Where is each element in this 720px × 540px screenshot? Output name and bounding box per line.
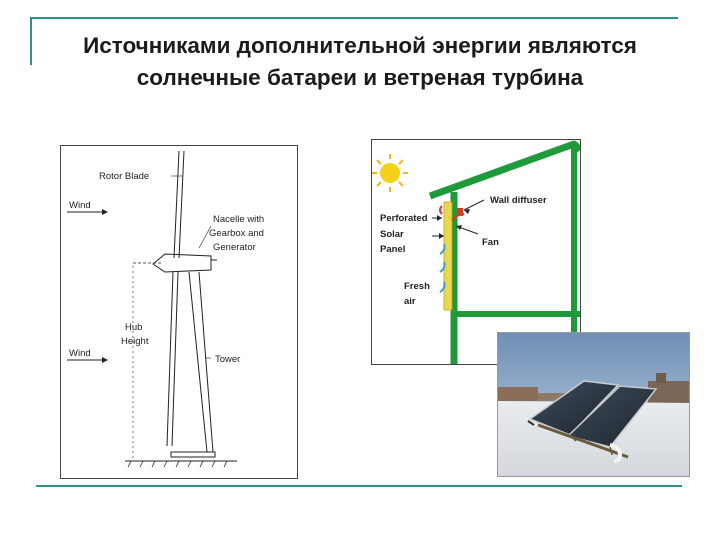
label-rotor-blade: Rotor Blade (99, 171, 149, 182)
frame-left-line (30, 17, 32, 65)
mounting-rail (537, 423, 629, 459)
label-perforated: Perforated (380, 213, 428, 224)
rotor-blade-upper (173, 150, 180, 259)
sun-icon (372, 154, 408, 192)
solar-wall-diagram: Wall diffuser Perforated Solar Panel Fan… (371, 139, 581, 365)
rooftop-solar-panels-photo (497, 332, 690, 477)
label-wind-top: Wind (69, 200, 91, 211)
wind-turbine-diagram: Rotor Blade Wind Nacelle with Gearbox an… (60, 145, 298, 479)
fresh-air-arrows (439, 243, 446, 293)
nacelle (152, 253, 212, 273)
rotor-blade-lower (166, 271, 174, 447)
label-wind-bottom: Wind (69, 348, 91, 359)
pipe (609, 443, 623, 463)
label-hub: Hub (125, 322, 142, 333)
label-tower: Tower (215, 354, 240, 365)
label-panel: Panel (380, 244, 405, 255)
tower-base (170, 451, 216, 458)
label-air: air (404, 296, 416, 307)
roof (428, 140, 580, 200)
frame-bottom-line (36, 485, 682, 487)
label-fresh: Fresh (404, 281, 430, 292)
label-wall-diffuser: Wall diffuser (490, 195, 547, 206)
label-nacelle: Nacelle with (213, 214, 264, 225)
frame-top-line (30, 17, 678, 19)
slide-title: Источниками дополнительной энергии являю… (83, 33, 637, 90)
perforated-solar-panel (443, 201, 453, 311)
label-height: Height (121, 336, 149, 347)
label-nacelle-2: Gearbox and (209, 228, 264, 239)
label-solar: Solar (380, 229, 404, 240)
warm-air-arrow (451, 213, 465, 221)
label-nacelle-3: Generator (213, 242, 256, 253)
tower (188, 271, 208, 453)
label-fan: Fan (482, 237, 499, 248)
